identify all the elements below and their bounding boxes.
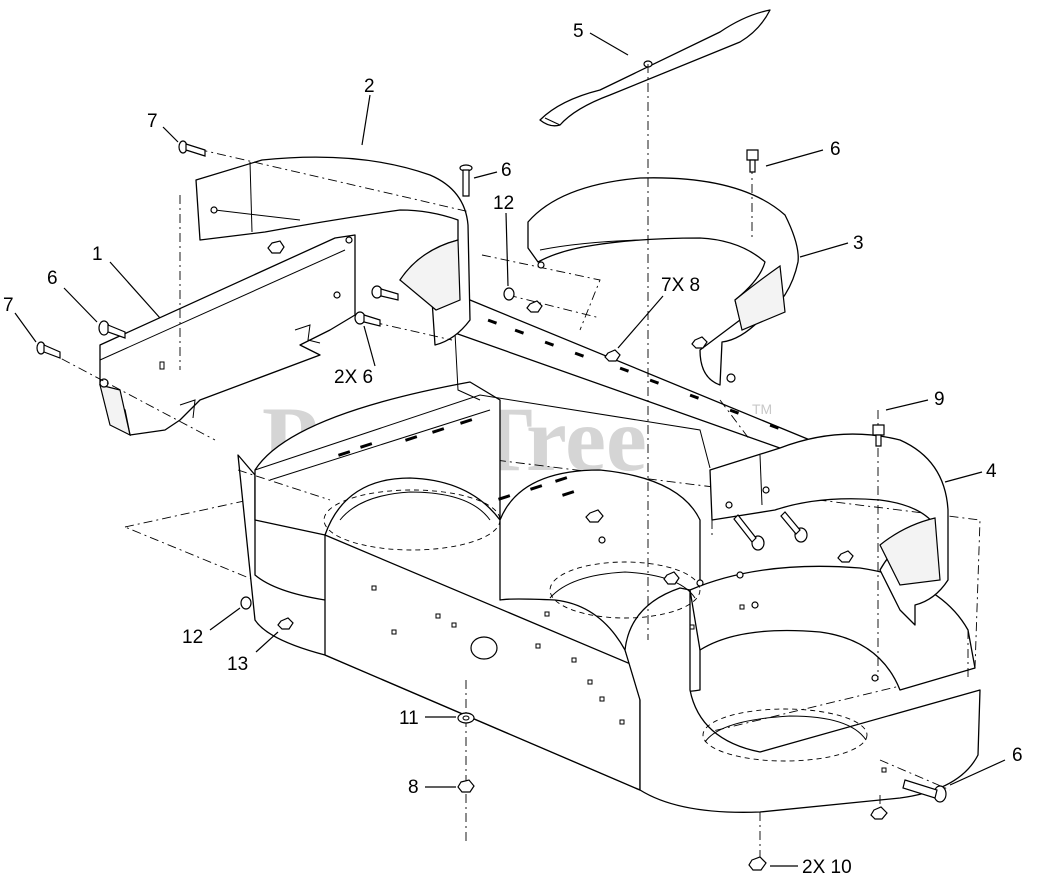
bolt-2x6-b	[354, 311, 381, 327]
nut-part4	[837, 550, 854, 563]
callout-9: 9	[934, 389, 945, 410]
callout-6-top-right: 6	[830, 139, 841, 160]
callout-6-top: 6	[501, 160, 512, 181]
callout-2: 2	[364, 76, 375, 97]
hardware	[36, 140, 947, 871]
watermark-trademark: TM	[752, 401, 772, 417]
callout-4: 4	[986, 461, 997, 482]
nut-7x8	[604, 349, 621, 362]
callout-7-top: 7	[147, 111, 158, 132]
callout-6-left: 6	[47, 268, 58, 289]
callout-leaders	[14, 32, 1006, 867]
nut-center	[663, 571, 680, 585]
callout-2x6: 2X 6	[334, 367, 373, 388]
nut-2x10-b	[870, 806, 888, 820]
part-3-rear-baffle	[481, 177, 799, 386]
callout-7-left: 7	[3, 295, 14, 316]
callout-13: 13	[227, 654, 248, 675]
nut-part3	[691, 336, 708, 349]
nut-13	[277, 617, 294, 630]
carriage-bolt-6-top	[459, 164, 473, 197]
callout-3: 3	[853, 233, 864, 254]
bolt-7-top	[178, 140, 206, 157]
callout-8: 8	[408, 777, 419, 798]
bolt-6-bottom-right	[902, 779, 947, 803]
part-2-left-baffle	[179, 156, 471, 370]
callout-12-left: 12	[182, 627, 203, 648]
washer-12-top	[503, 287, 515, 301]
washer-12-left	[240, 596, 252, 610]
callout-11: 11	[399, 708, 419, 729]
bolt-6-left	[98, 320, 126, 339]
nut-part2	[267, 240, 285, 254]
bolt-2x6-a	[371, 285, 399, 301]
callout-7x8: 7X 8	[661, 275, 700, 296]
callout-1: 1	[92, 244, 103, 265]
part-1-side-bracket	[99, 234, 356, 437]
nut-middle	[585, 509, 604, 523]
bolt-7-left	[36, 341, 61, 359]
nut-2x10-a	[748, 856, 767, 871]
bolt-6-top-right	[746, 149, 759, 173]
nut-8	[457, 779, 475, 793]
carriage-bolt-part4-b	[780, 511, 808, 543]
bolt-9	[872, 424, 885, 447]
part-5-blade	[539, 9, 771, 640]
callout-2x10: 2X 10	[802, 857, 852, 878]
washer-11	[457, 712, 475, 724]
alignment-lines	[44, 144, 969, 860]
carriage-bolt-part4-a	[733, 514, 765, 551]
nut-12-top	[526, 300, 543, 313]
callout-labels: 5 2 7 6 6 12 3 1 6 7 7X 8 2X 6 9 4 12 13…	[3, 21, 1023, 878]
callout-5: 5	[573, 21, 584, 42]
callout-6-bottom-right: 6	[1012, 745, 1023, 766]
part-4-right-baffle	[709, 433, 949, 626]
callout-12-top: 12	[493, 193, 514, 214]
